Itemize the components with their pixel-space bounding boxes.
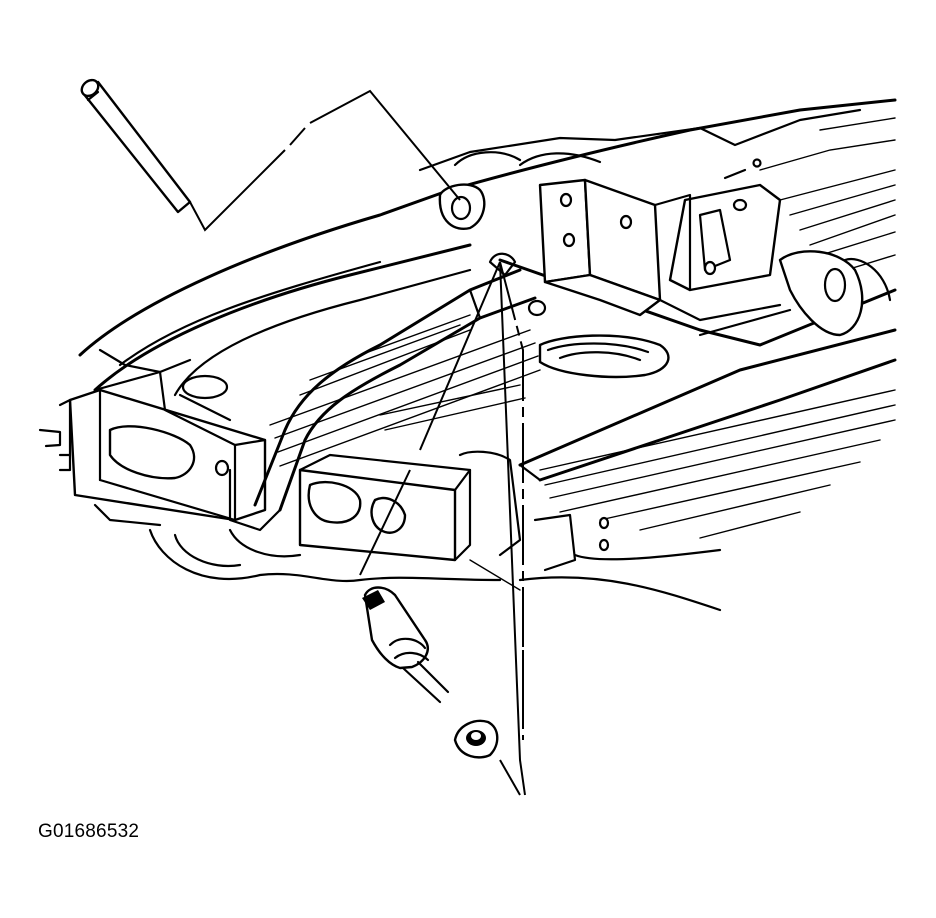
pin-icon bbox=[79, 77, 190, 212]
frame-hole-upper bbox=[440, 160, 761, 316]
frame-rail-upper bbox=[80, 100, 895, 355]
center-box-section bbox=[300, 452, 520, 560]
heat-shield-ribs bbox=[270, 170, 895, 538]
frame-rail-lower bbox=[95, 245, 470, 420]
nut-icon bbox=[455, 721, 497, 757]
bolt-icon bbox=[362, 588, 448, 703]
undercarriage-contours bbox=[95, 470, 720, 610]
left-end-bracket bbox=[40, 372, 265, 520]
figure-id-label: G01686532 bbox=[38, 821, 140, 842]
tie-bar bbox=[255, 270, 535, 510]
leader-lines bbox=[190, 91, 525, 795]
right-mount-bracket bbox=[540, 180, 890, 335]
